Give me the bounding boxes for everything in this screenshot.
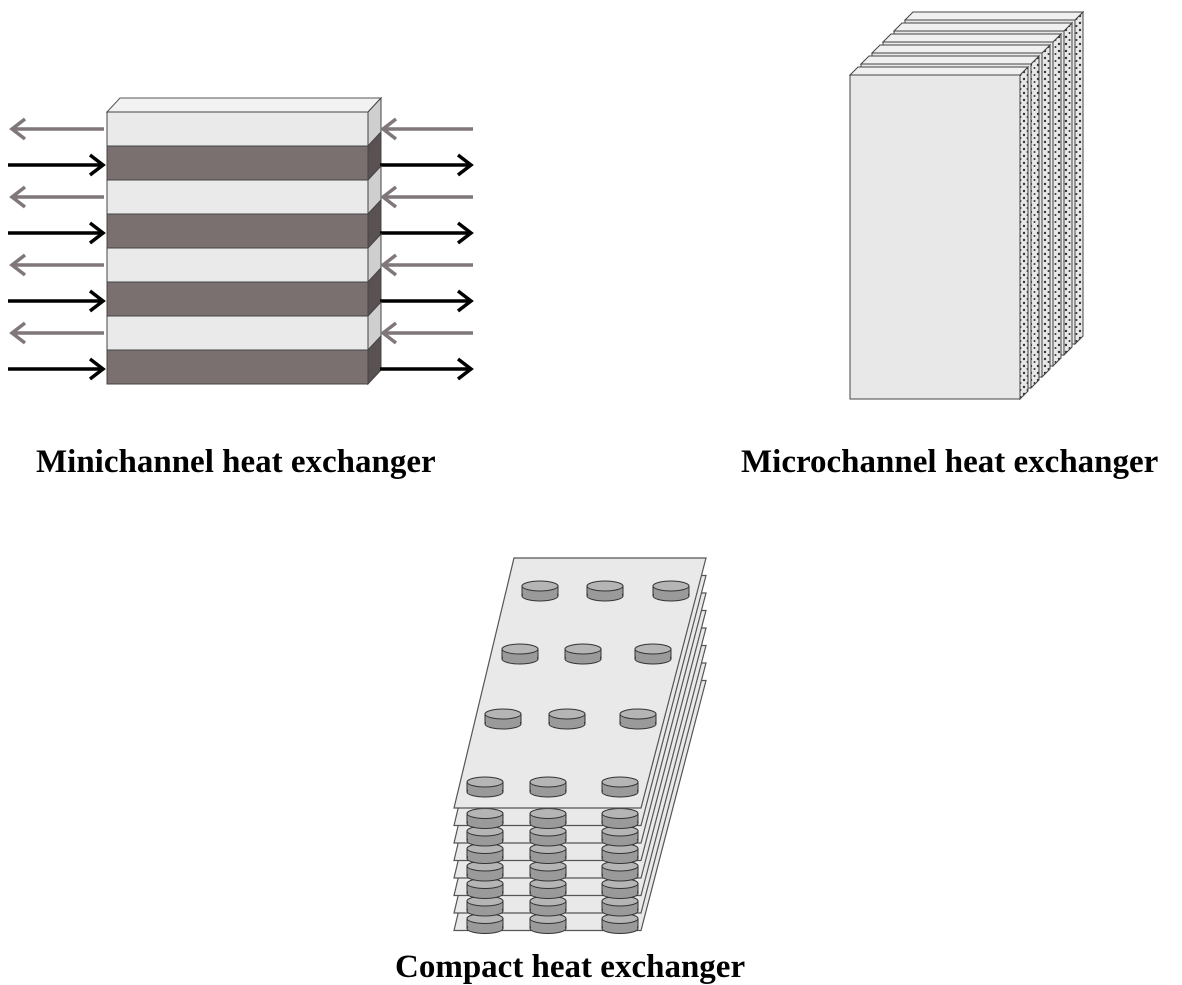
perforated-edge [1052, 32, 1062, 368]
perforated-edge [1063, 21, 1073, 357]
plate-top-edge [870, 44, 1052, 54]
minichannel-heat-exchanger [8, 96, 474, 386]
compact-heat-exchanger [453, 557, 707, 934]
pin-fin-top [601, 776, 639, 788]
arrowhead-icon [456, 357, 474, 381]
compact-caption: Compact heat exchanger [395, 949, 746, 985]
pin-fin-top [466, 808, 504, 819]
arrowhead-icon [456, 221, 474, 245]
pin-fin-top [501, 643, 539, 655]
hot-channel-layer [106, 213, 369, 249]
arrowhead-icon [9, 117, 27, 141]
pin-fin-top [466, 776, 504, 788]
perforated-edge [1030, 54, 1040, 390]
pin-fin-top [634, 643, 672, 655]
arrowhead-icon [88, 357, 106, 381]
perforated-edge [1019, 65, 1029, 401]
hot-channel-layer [106, 281, 369, 317]
pin-fin-top [564, 643, 602, 655]
pin-fin-top [521, 580, 559, 592]
arrowhead-icon [88, 153, 106, 177]
cold-channel-layer [106, 179, 369, 215]
arrowhead-icon [380, 185, 398, 209]
cold-channel-layer [106, 111, 369, 147]
pin-fin-top [586, 580, 624, 592]
hot-channel-layer [106, 349, 369, 385]
arrowhead-icon [9, 321, 27, 345]
minichannel-caption: Minichannel heat exchanger [36, 444, 436, 480]
pin-fin-top [529, 776, 567, 788]
arrowhead-icon [88, 289, 106, 313]
arrowhead-icon [456, 153, 474, 177]
block-top-face [105, 97, 383, 113]
perforated-edge [1041, 43, 1051, 379]
pin-fin-top [484, 708, 522, 720]
arrowhead-icon [456, 289, 474, 313]
cold-channel-layer [106, 315, 369, 351]
arrowhead-icon [380, 253, 398, 277]
pin-fin-top [529, 808, 567, 819]
pin-fin-top [548, 708, 586, 720]
plate-top-edge [881, 33, 1063, 43]
hot-channel-layer [106, 145, 369, 181]
arrowhead-icon [88, 221, 106, 245]
pin-fin-top [601, 808, 639, 819]
plate-top-edge [848, 66, 1030, 76]
pin-fin-top [619, 708, 657, 720]
cold-channel-layer [106, 247, 369, 283]
plate-top-edge [903, 11, 1085, 21]
microchannel-plate [849, 74, 1021, 400]
arrowhead-icon [380, 321, 398, 345]
arrowhead-icon [9, 253, 27, 277]
plate-top-edge [859, 55, 1041, 65]
microchannel-caption: Microchannel heat exchanger [741, 444, 1159, 480]
pin-fin-top [652, 580, 690, 592]
arrowhead-icon [380, 117, 398, 141]
microchannel-heat-exchanger [848, 10, 1085, 401]
plate-top-edge [892, 22, 1074, 32]
perforated-edge [1074, 10, 1084, 346]
arrowhead-icon [9, 185, 27, 209]
compact-plate-top [453, 557, 707, 809]
